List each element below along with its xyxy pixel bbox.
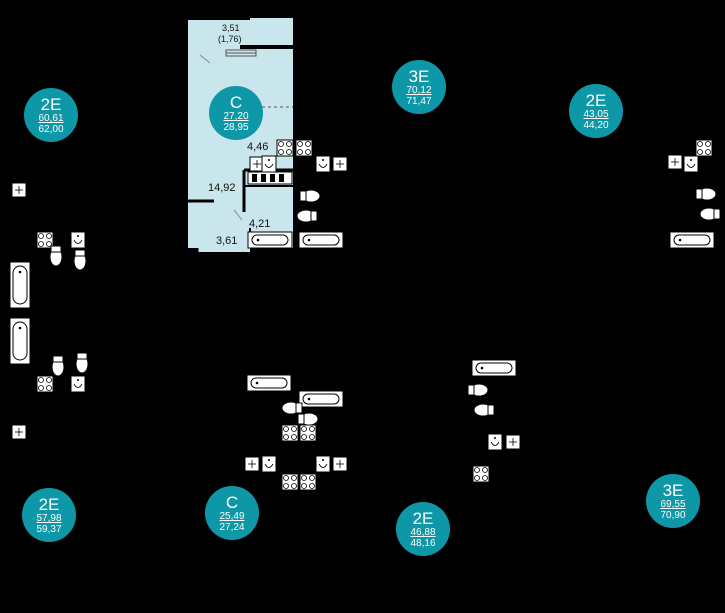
apartment-type: 3E: [662, 481, 684, 500]
kitchen-area: 4,46: [247, 141, 269, 153]
stove-fixture: [472, 465, 490, 483]
toilet-fixture: [51, 355, 65, 377]
apartment-fill-wet: [250, 18, 293, 248]
basin-fixture: [683, 155, 699, 173]
toilet-fixture: [75, 352, 89, 374]
basin-fixture: [70, 231, 86, 249]
bathtub-fixture: [9, 317, 31, 365]
stove-fixture: [299, 424, 317, 442]
living-room-area: 14,92: [208, 182, 236, 194]
apartment-badge[interactable]: 3E 69,55 70,90: [646, 474, 700, 528]
basin-fixture: [487, 433, 503, 451]
apartment-type: 3E: [408, 67, 430, 86]
apartment-living-area: 57,98: [36, 513, 62, 524]
entry-fill: [198, 248, 250, 252]
stove-fixture: [281, 473, 299, 491]
stove-fixture: [695, 139, 713, 157]
apartment-badge[interactable]: 2E 57,98 59,37: [22, 488, 76, 542]
apartment-total-area: 70,90: [660, 510, 686, 521]
sink-fixture: [11, 424, 27, 440]
stove-fixture: [36, 231, 54, 249]
toilet-fixture: [699, 207, 721, 221]
balcony-area-reduced-label: (1,76): [218, 34, 242, 44]
toilet-fixture: [296, 209, 318, 223]
apartment-total-area: 71,47: [406, 96, 432, 107]
apartment-type: C: [225, 493, 239, 512]
stove-fixture: [281, 424, 299, 442]
apartment-badge[interactable]: 2E 60,61 62,00: [24, 88, 78, 142]
sink-fixture: [332, 156, 348, 172]
sink-fixture: [244, 456, 260, 472]
apartment-type: 2E: [38, 495, 60, 514]
apartment-living-area: 70,12: [406, 85, 432, 96]
bathtub-fixture: [298, 390, 344, 408]
bathroom-area: 4,21: [249, 218, 271, 230]
apartment-type: 2E: [585, 91, 607, 110]
apartment-badge[interactable]: 3E 70,12 71,47: [392, 60, 446, 114]
toilet-fixture: [695, 187, 717, 201]
toilet-fixture: [73, 249, 87, 271]
apartment-total-area: 62,00: [38, 124, 64, 135]
vent-grille: [247, 171, 293, 185]
basin-fixture: [261, 455, 277, 473]
toilet-fixture: [281, 401, 303, 415]
sink-fixture: [11, 182, 27, 198]
sink-fixture: [332, 456, 348, 472]
stove-fixture: [299, 473, 317, 491]
apartment-living-area: 43,05: [583, 109, 609, 120]
apartment-total-area: 48,16: [410, 538, 436, 549]
apartment-total-area: 27,24: [219, 522, 245, 533]
apartment-badge[interactable]: 2E 46,88 48,16: [396, 502, 450, 556]
basin-fixture: [261, 155, 277, 173]
highlighted-apartment[interactable]: [188, 18, 293, 252]
apartment-badge[interactable]: 2E 43,05 44,20: [569, 84, 623, 138]
apartment-type: 2E: [40, 95, 62, 114]
stove-fixture: [276, 139, 294, 157]
toilet-fixture: [473, 403, 495, 417]
sink-fixture: [505, 434, 521, 450]
apartment-badge-selected[interactable]: C 27,20 28,95: [209, 86, 263, 140]
apartment-type: 2E: [412, 509, 434, 528]
apartment-badge[interactable]: C 25,49 27,24: [205, 486, 259, 540]
bathtub-fixture: [471, 359, 517, 377]
bathtub-fixture: [9, 261, 31, 309]
apartment-living-area: 27,20: [223, 111, 249, 122]
bathtub-fixture: [298, 231, 344, 249]
apartment-living-area: 25,49: [219, 511, 245, 522]
bathtub-fixture: [246, 374, 292, 392]
toilet-fixture: [49, 245, 63, 267]
apartment-type: C: [229, 93, 243, 112]
basin-fixture: [70, 375, 86, 393]
sink-fixture: [667, 154, 683, 170]
apartment-total-area: 59,37: [36, 524, 62, 535]
apartment-living-area: 69,55: [660, 499, 686, 510]
bathtub-fixture: [669, 231, 715, 249]
toilet-fixture: [297, 412, 319, 426]
fixtures-layer: [9, 139, 721, 491]
stove-fixture: [295, 139, 313, 157]
apartment-living-area: 60,61: [38, 113, 64, 124]
apartment-total-area: 28,95: [223, 122, 249, 133]
balcony-area-label: 3,51: [222, 23, 240, 33]
door-swing: [233, 209, 243, 221]
apartment-living-area: 46,88: [410, 527, 436, 538]
stove-fixture: [36, 375, 54, 393]
basin-fixture: [315, 155, 331, 173]
door-swing: [199, 54, 211, 64]
toilet-fixture: [467, 383, 489, 397]
basin-fixture: [315, 455, 331, 473]
apartment-total-area: 44,20: [583, 120, 609, 131]
hall-area: 3,61: [216, 235, 238, 247]
toilet-fixture: [299, 189, 321, 203]
bathtub-fixture: [247, 231, 293, 249]
